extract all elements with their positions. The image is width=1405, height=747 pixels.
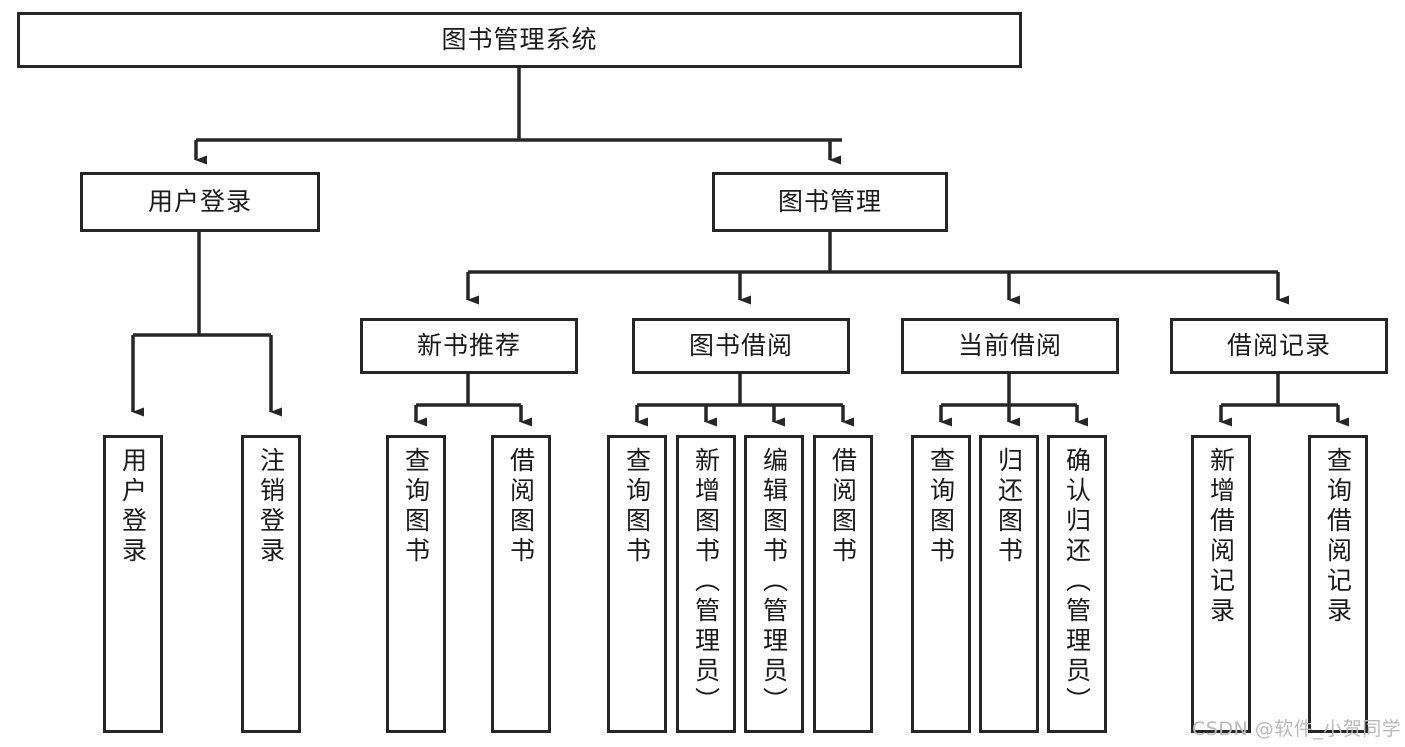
leaf-return-book[interactable]: 归还图书 [979, 435, 1039, 733]
leaf-add-book-admin[interactable]: 新增图书（管理员） [676, 435, 736, 733]
node-label: 确认归还（管理员） [1062, 447, 1092, 717]
node-current-borrow[interactable]: 当前借阅 [901, 318, 1119, 374]
node-label: 编辑图书（管理员） [759, 447, 789, 717]
node-book-borrow[interactable]: 图书借阅 [632, 318, 850, 374]
node-label: 用户登录 [147, 187, 252, 216]
leaf-query-book-current[interactable]: 查询图书 [911, 435, 971, 733]
leaf-borrow-book[interactable]: 借阅图书 [813, 435, 873, 733]
node-user-login[interactable]: 用户登录 [80, 172, 320, 232]
node-label: 注销登录 [256, 447, 286, 567]
leaf-edit-book-admin[interactable]: 编辑图书（管理员） [744, 435, 804, 733]
leaf-borrow-book-recommend[interactable]: 借阅图书 [491, 435, 551, 733]
node-new-book-recommend[interactable]: 新书推荐 [360, 318, 578, 374]
node-label: 查询借阅记录 [1323, 447, 1353, 627]
node-label: 查询图书 [926, 447, 956, 567]
node-label: 新增图书（管理员） [691, 447, 721, 717]
leaf-query-book-recommend[interactable]: 查询图书 [386, 435, 446, 733]
node-label: 查询图书 [622, 447, 652, 567]
node-label: 图书管理系统 [441, 25, 598, 54]
node-book-management[interactable]: 图书管理 [712, 172, 948, 232]
node-label: 当前借阅 [957, 331, 1062, 360]
leaf-logout-login[interactable]: 注销登录 [241, 435, 301, 733]
node-label: 借阅图书 [506, 447, 536, 567]
node-root-book-management-system[interactable]: 图书管理系统 [17, 12, 1022, 68]
csdn-watermark: CSDN @软件_小贺同学 [1192, 718, 1402, 740]
node-label: 查询图书 [401, 447, 431, 567]
node-label: 借阅记录 [1226, 331, 1331, 360]
leaf-confirm-return-admin[interactable]: 确认归还（管理员） [1047, 435, 1107, 733]
node-label: 归还图书 [994, 447, 1024, 567]
leaf-query-book-borrow[interactable]: 查询图书 [607, 435, 667, 733]
node-label: 图书管理 [777, 187, 882, 216]
node-label: 借阅图书 [828, 447, 858, 567]
leaf-add-borrow-record[interactable]: 新增借阅记录 [1191, 435, 1251, 733]
leaf-user-login[interactable]: 用户登录 [103, 435, 163, 733]
node-label: 新书推荐 [416, 331, 521, 360]
node-label: 新增借阅记录 [1206, 447, 1236, 627]
node-label: 图书借阅 [688, 331, 793, 360]
node-borrow-record[interactable]: 借阅记录 [1170, 318, 1388, 374]
leaf-query-borrow-record[interactable]: 查询借阅记录 [1308, 435, 1368, 733]
node-label: 用户登录 [118, 447, 148, 567]
